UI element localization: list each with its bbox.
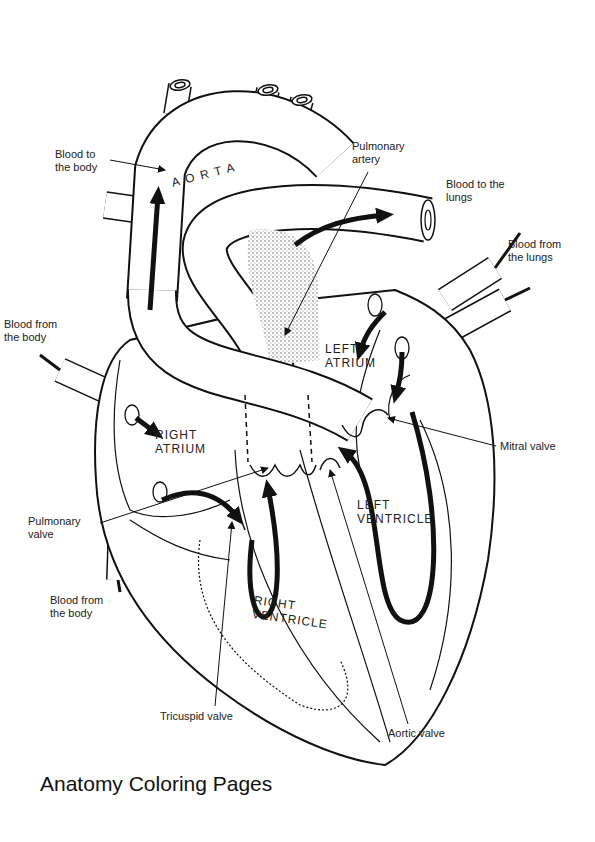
hidden-trunk bbox=[245, 395, 312, 462]
leader-lines bbox=[100, 160, 496, 724]
part-label: Blood from the lungs bbox=[508, 238, 578, 264]
part-label: Aortic valve bbox=[388, 727, 478, 740]
part-label: LEFT VENTRICLE bbox=[357, 498, 447, 526]
part-label: Blood from the body bbox=[50, 594, 120, 620]
branch-openings bbox=[169, 78, 312, 106]
part-label: RIGHT ATRIUM bbox=[155, 428, 217, 456]
part-label: Mitral valve bbox=[500, 440, 590, 453]
part-label: Blood from the body bbox=[4, 318, 74, 344]
artery-opening bbox=[425, 210, 431, 230]
part-label: LEFT ATRIUM bbox=[325, 342, 385, 370]
part-label: Pulmonary valve bbox=[28, 515, 94, 541]
artery-opening bbox=[421, 200, 435, 240]
part-label: Pulmonary artery bbox=[352, 140, 414, 166]
page-caption: Anatomy Coloring Pages bbox=[40, 772, 560, 796]
pulmonary-artery bbox=[205, 207, 428, 370]
part-label: Blood to the lungs bbox=[446, 178, 508, 204]
part-label: Blood to the body bbox=[55, 148, 113, 174]
flow-arrows bbox=[136, 195, 434, 622]
part-label: Tricuspid valve bbox=[160, 710, 260, 723]
